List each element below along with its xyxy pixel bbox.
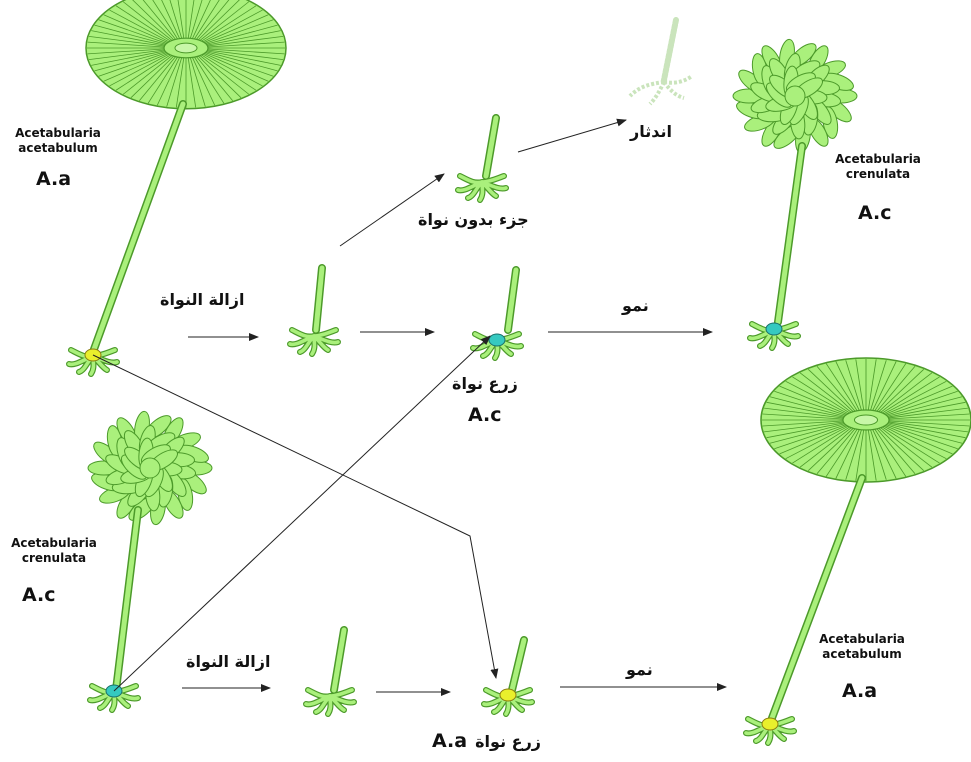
species-label-top-right: Acetabularia crenulata xyxy=(828,152,928,182)
label-part-without-nucleus: جزء بدون نواة xyxy=(418,210,529,229)
alga-top-right-ac xyxy=(733,38,857,348)
label-growth-bottom: نمو xyxy=(626,660,653,679)
label-growth-top: نمو xyxy=(622,296,649,315)
code-top-right: A.c xyxy=(858,202,892,224)
stalk-without-nucleus-bottom xyxy=(306,630,354,714)
nucleus-aa xyxy=(762,718,778,730)
label-nucleus-graft-bottom: A.a زرع نواة xyxy=(432,730,541,752)
species-genus: Acetabularia xyxy=(4,536,104,551)
label-nucleus-graft-bottom-code: A.a xyxy=(432,730,467,752)
label-nucleus-removal-bottom: ازالة النواة xyxy=(186,652,270,671)
code-top-left: A.a xyxy=(36,168,71,190)
arrow-to-degeneration xyxy=(518,120,626,152)
species-epithet: crenulata xyxy=(4,551,104,566)
species-epithet: acetabulum xyxy=(8,141,108,156)
stalk-part-without-nucleus xyxy=(458,118,506,200)
code-bottom-right: A.a xyxy=(842,680,877,702)
alga-top-left-aa xyxy=(69,0,286,374)
species-genus: Acetabularia xyxy=(828,152,928,167)
label-nucleus-graft-top-code: A.c xyxy=(468,404,502,426)
species-genus: Acetabularia xyxy=(812,632,912,647)
species-epithet: crenulata xyxy=(828,167,928,182)
label-nucleus-graft-top: زرع نواة xyxy=(452,374,518,393)
species-label-bottom-right: Acetabularia acetabulum xyxy=(812,632,912,662)
arrows xyxy=(93,120,726,692)
degenerating-stalk xyxy=(630,20,692,104)
nucleus-aa xyxy=(500,689,516,701)
stalk-without-nucleus-top xyxy=(290,268,338,354)
species-label-bottom-left: Acetabularia crenulata xyxy=(4,536,104,566)
species-genus: Acetabularia xyxy=(8,126,108,141)
label-nucleus-graft-bottom-text: زرع نواة xyxy=(475,732,541,751)
species-epithet: acetabulum xyxy=(812,647,912,662)
species-label-top-left: Acetabularia acetabulum xyxy=(8,126,108,156)
arrow-ac-nucleus-transfer xyxy=(114,336,490,691)
nucleus-ac xyxy=(766,323,782,335)
code-bottom-left: A.c xyxy=(22,584,56,606)
label-nucleus-removal-top: ازالة النواة xyxy=(160,290,244,309)
nucleus-ac xyxy=(489,334,505,346)
label-degeneration: اندثار xyxy=(630,122,672,141)
